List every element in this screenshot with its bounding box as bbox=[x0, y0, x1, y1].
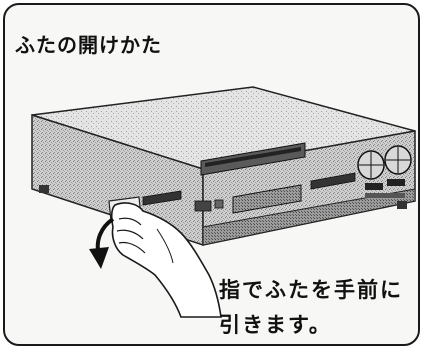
hand-icon bbox=[110, 202, 222, 318]
arrow-down-curved-icon bbox=[89, 217, 115, 269]
caption-line-1: 指でふたを手前に bbox=[219, 278, 403, 302]
page-title: ふたの開けかた bbox=[15, 33, 162, 57]
vcr-illustration bbox=[31, 86, 416, 318]
instruction-panel: ふたの開けかた 指でふたを手前に 引きます。 bbox=[3, 3, 420, 346]
caption-line-2: 引きます。 bbox=[219, 313, 332, 337]
instruction-caption: 指でふたを手前に 引きます。 bbox=[219, 273, 403, 343]
